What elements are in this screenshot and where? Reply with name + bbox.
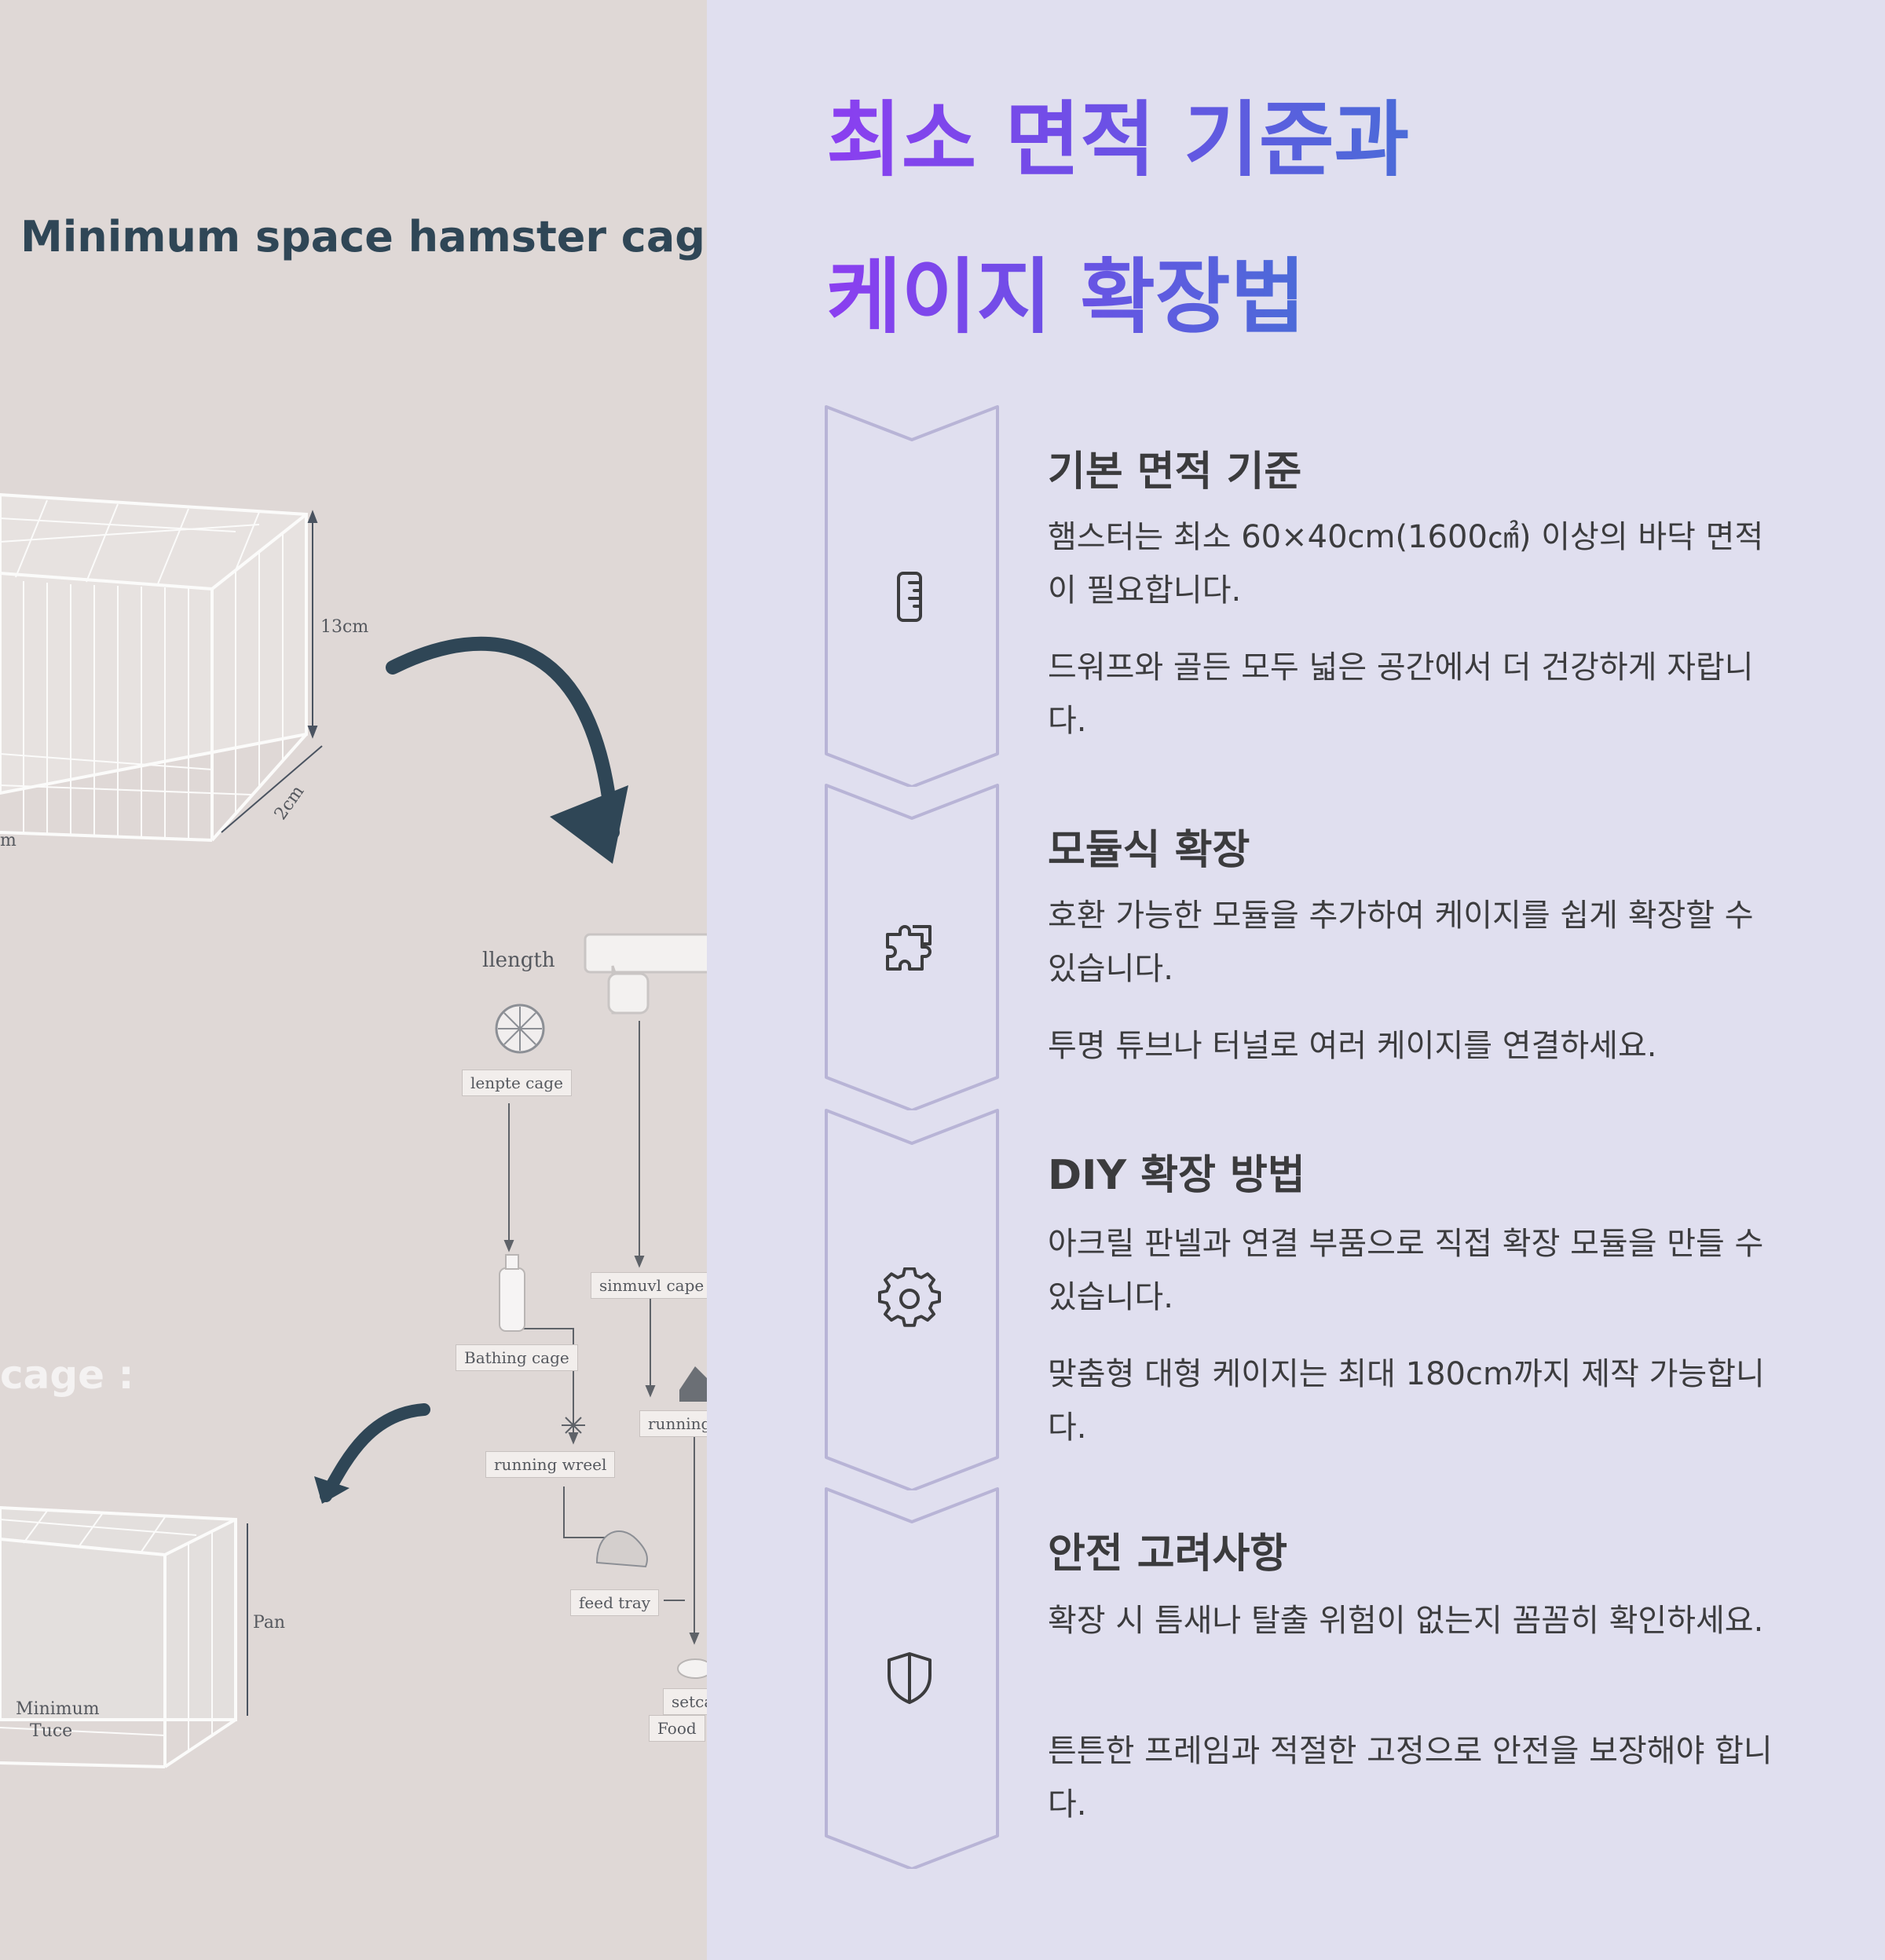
step-chevron — [825, 405, 999, 787]
step-text: 확장 시 틈새나 탈출 위험이 없는지 꼼꼼히 확인하세요. — [1048, 1603, 1764, 1639]
ruler-icon — [878, 565, 941, 628]
node-sinmul-cape: sinmuvl cape — [591, 1272, 707, 1299]
step-text: 맞춤형 대형 케이지는 최대 180cm까지 제작 가능합니다. — [1048, 1356, 1765, 1446]
step-chevron — [825, 1487, 999, 1869]
step-text: 드워프와 골든 모두 넓은 공간에서 더 건강하게 자랍니다. — [1048, 649, 1754, 739]
node-lenpte-cage: lenpte cage — [462, 1070, 572, 1096]
step-text: 햄스터는 최소 60×40cm(1600㎠) 이상의 바닥 면적이 필요합니다. — [1048, 519, 1764, 609]
node-setca: setca — [663, 1688, 707, 1715]
step-title: 기본 면적 기준 — [1048, 448, 1302, 495]
bottom-label-2: Tuce — [30, 1721, 73, 1741]
illustration-panel: Minimum space hamster cage 13cm 2cm m ll… — [0, 0, 707, 1960]
node-food-tray: feed tray — [570, 1589, 660, 1616]
step-title: 모듈식 확장 — [1048, 827, 1250, 874]
bottom-cage-drawing — [0, 1505, 237, 1768]
dim-height-label: 13cm — [320, 617, 369, 637]
gear-icon — [878, 1267, 941, 1330]
dim-left-label: m — [0, 831, 16, 850]
step-chevron — [825, 1109, 999, 1490]
bottom-label-1: Minimum — [16, 1699, 100, 1719]
step-text: 투명 튜브나 터널로 여러 케이지를 연결하세요. — [1048, 1028, 1657, 1064]
step-text: 아크릴 판넬과 연결 부품으로 직접 확장 모듈을 만들 수 있습니다. — [1048, 1226, 1764, 1315]
step-text: 호환 가능한 모듈을 추가하여 케이지를 쉽게 확장할 수 있습니다. — [1048, 898, 1754, 987]
cage-caption: cage : — [0, 1352, 134, 1398]
puzzle-icon — [878, 917, 941, 980]
step-title: DIY 확장 방법 — [1048, 1152, 1305, 1199]
shield-icon — [878, 1646, 941, 1709]
top-cage-drawing — [0, 492, 308, 842]
illustration-title: Minimum space hamster cage — [20, 212, 707, 261]
page-title-line-2: 케이지 확장법 — [826, 249, 1306, 345]
step-chevron — [825, 784, 999, 1110]
step-title: 안전 고려사항 — [1048, 1530, 1288, 1578]
node-running-wheel: running wreel — [485, 1451, 616, 1478]
step-text: 튼튼한 프레임과 적절한 고정으로 안전을 보장해야 합니다. — [1048, 1733, 1773, 1823]
length-label: llength — [482, 949, 555, 972]
node-bathing-cage: Bathing cage — [456, 1344, 578, 1371]
page-title-line-1: 최소 면적 기준과 — [826, 92, 1410, 188]
hamster-cage-illustration — [0, 492, 707, 1768]
node-food: Food — [649, 1715, 705, 1742]
content-panel: 최소 면적 기준과 케이지 확장법 기본 면적 기준 햄스터는 최소 60×40… — [707, 0, 1885, 1960]
bottom-dim-label: Pan — [253, 1613, 286, 1633]
node-running: running — [639, 1410, 707, 1437]
